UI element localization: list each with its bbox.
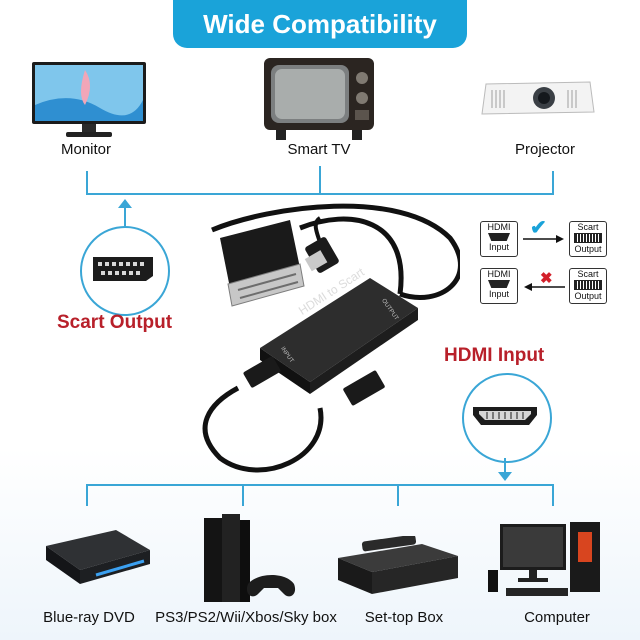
arrow-up-icon [118,199,132,226]
bracket-tick [552,484,554,506]
scart-output-label: Scart Output [57,312,173,333]
scart-box-bottom: Output [574,244,602,254]
bluray-label: Blue-ray DVD [43,609,135,626]
hdmi-port-icon [473,407,537,425]
projector-icon [481,81,595,115]
desktop-computer-icon [488,522,600,596]
input-bracket-line [86,484,554,486]
scart-box-top: Scart [577,269,599,279]
console-label: PS3/PS2/Wii/Xbos/Sky box [155,609,337,626]
hdmi-box-bottom: Input [488,289,510,299]
bracket-tick [319,166,321,195]
scart-box-bottom: Output [574,291,602,301]
hdmi-box-top: HDMI [487,269,511,279]
wide-compatibility-banner: Wide Compatibility [173,0,467,48]
monitor-label: Monitor [60,141,112,158]
arrow-down-icon [498,458,512,481]
hdmi-to-scart-converter-image [202,203,460,473]
bracket-tick [86,171,88,195]
projector-label: Projector [514,141,576,158]
hdmi-box-bottom: Input [488,242,510,252]
bracket-tick [397,484,399,506]
scart-box-top: Scart [577,222,599,232]
monitor-icon [32,62,146,137]
hdmi-input-box-valid: HDMI Input [480,221,518,257]
hdmi-port-icon [488,233,510,241]
hdmi-port-icon [488,280,510,288]
check-icon: ✔ [530,217,547,239]
bracket-tick [86,484,88,506]
scart-output-box-invalid: Scart Output [569,268,607,304]
arrow-right-icon [523,235,564,243]
game-console-icon [204,514,296,602]
scart-port-mini-icon [574,280,602,290]
hdmi-input-box-invalid: HDMI Input [480,268,518,304]
scart-port-mini-icon [574,233,602,243]
bracket-tick [242,484,244,506]
arrow-left-icon [524,283,565,291]
scart-output-box-valid: Scart Output [569,221,607,257]
cross-icon: ✖ [540,270,553,287]
bluray-player-icon [46,530,150,584]
bracket-tick [552,171,554,195]
retro-tv-icon [264,58,374,140]
hdmi-box-top: HDMI [487,222,511,232]
set-top-box-icon [338,536,458,594]
set-top-box-label: Set-top Box [364,609,444,626]
smart-tv-label: Smart TV [287,141,351,158]
computer-label: Computer [524,609,590,626]
scart-port-icon [93,257,153,281]
hdmi-input-label: HDMI Input [444,345,545,366]
